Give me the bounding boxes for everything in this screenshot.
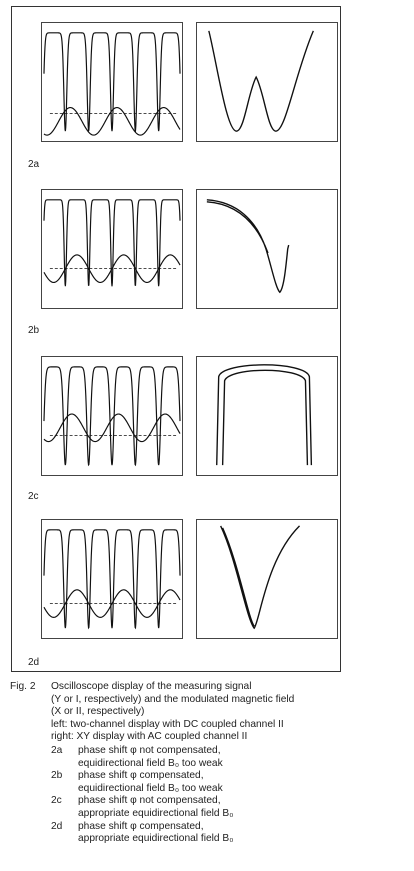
panel-label-2c: 2c (28, 491, 39, 502)
trace-2a-left (43, 32, 181, 136)
caption-line: (X or II, respectively) (51, 706, 145, 718)
signal-trace (43, 366, 181, 467)
caption-line: Oscilloscope display of the measuring si… (51, 681, 252, 692)
case-id: 2c (51, 795, 62, 807)
caption-line: (Y or I, respectively) and the modulated… (51, 693, 295, 705)
caption-case-2c: 2c phase shift φ not compensated, approp… (51, 795, 410, 820)
scope-2b-left (41, 189, 183, 309)
xy-trace (208, 30, 314, 132)
panel-label-2b: 2b (28, 325, 40, 336)
case-line: phase shift φ not compensated, (78, 795, 221, 807)
trace-2d-left (43, 529, 181, 630)
field-trace (43, 413, 181, 443)
caption-case-2d: 2d phase shift φ compensated, appropriat… (51, 821, 410, 846)
signal-trace (43, 32, 181, 133)
xy-trace (206, 199, 290, 294)
case-line: appropriate equidirectional field B₀ (78, 833, 234, 845)
signal-trace (43, 529, 181, 630)
case-line: equidirectional field B₀ too weak (78, 782, 223, 794)
xy-trace (220, 525, 301, 630)
trace-2c-right (216, 364, 313, 466)
case-line: phase shift φ not compensated, (78, 744, 221, 756)
scope-2a-right (196, 22, 338, 142)
figure-number: Fig. 2 (10, 681, 36, 692)
caption-line: left: two-channel display with DC couple… (51, 718, 284, 730)
caption-line: right: XY display with AC coupled channe… (51, 731, 248, 743)
case-id: 2d (51, 820, 63, 832)
scope-2c-left (41, 356, 183, 476)
panel-label-2a: 2a (28, 159, 40, 170)
scope-2a-left (41, 22, 183, 142)
trace-2c-left (43, 366, 181, 467)
trace-2a-right (208, 30, 314, 132)
case-id: 2b (51, 770, 63, 782)
trace-2d-right (220, 525, 301, 630)
scope-2d-left (41, 519, 183, 639)
scope-2d-right (196, 519, 338, 639)
figure-frame: 2a 2b 2c 2d (11, 6, 341, 672)
case-line: phase shift φ compensated, (78, 820, 204, 832)
panel-label-2d: 2d (28, 657, 40, 668)
xy-trace (216, 364, 313, 466)
case-id: 2a (51, 744, 63, 756)
signal-trace (43, 199, 181, 287)
case-line: phase shift φ compensated, (78, 770, 204, 782)
caption-cases: 2a phase shift φ not compensated, equidi… (51, 745, 410, 846)
caption-case-2a: 2a phase shift φ not compensated, equidi… (51, 745, 410, 770)
field-trace (43, 106, 181, 136)
scope-2c-right (196, 356, 338, 476)
scope-2b-right (196, 189, 338, 309)
figure-caption: Fig. 2 Oscilloscope display of the measu… (10, 681, 410, 846)
trace-2b-left (43, 199, 181, 287)
caption-case-2b: 2b phase shift φ compensated, equidirect… (51, 770, 410, 795)
trace-2b-right (206, 199, 290, 294)
case-line: appropriate equidirectional field B₀ (78, 807, 234, 819)
case-line: equidirectional field B₀ too weak (78, 757, 223, 769)
